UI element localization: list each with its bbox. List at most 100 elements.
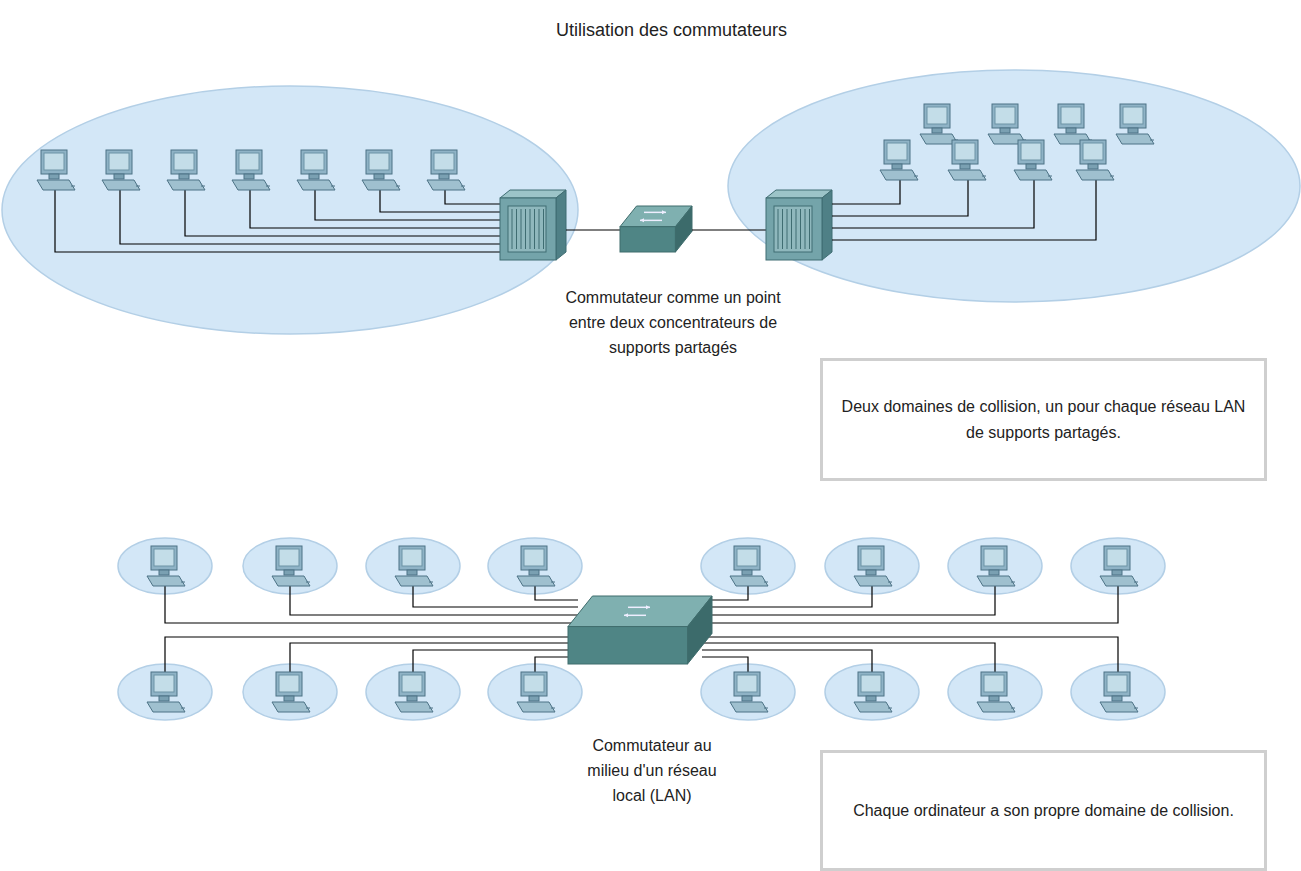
collision-domain-zone [825, 538, 919, 594]
computer-icon [1014, 140, 1052, 180]
monitor [276, 546, 302, 570]
keyboard [147, 576, 185, 586]
cable [832, 180, 900, 204]
monitor-stand [989, 570, 999, 575]
keyboard [730, 702, 768, 712]
cable [702, 586, 1118, 623]
cable [55, 190, 500, 252]
collision-domain-zone [1071, 538, 1165, 594]
screen [995, 107, 1015, 124]
hub-grille [778, 209, 779, 249]
monitor-stand [407, 570, 417, 575]
computer-icon [232, 150, 270, 190]
hub-panel [774, 206, 812, 252]
monitor [952, 140, 978, 164]
screen [304, 153, 324, 170]
screen [174, 153, 194, 170]
screen [154, 549, 174, 566]
computer-icon [1054, 104, 1092, 144]
keyboard [272, 702, 310, 712]
screen [737, 675, 757, 692]
monitor-stand [407, 696, 417, 701]
monitor [431, 150, 457, 174]
monitor [236, 150, 262, 174]
switch-front [568, 627, 688, 664]
monitor [151, 546, 177, 570]
cable [702, 657, 748, 672]
screen [1021, 143, 1041, 160]
collision-domain-zone [1071, 664, 1165, 720]
hub-grille [534, 209, 535, 249]
switch-side [675, 206, 692, 252]
computer-icon [1100, 672, 1138, 712]
keyboard [1014, 170, 1052, 180]
note-box: Chaque ordinateur a son propre domaine d… [820, 750, 1267, 871]
mouse [888, 582, 892, 583]
computer-icon [920, 104, 958, 144]
keyboard [1076, 170, 1114, 180]
cable [250, 190, 500, 228]
diagram-title: Utilisation des commutateurs [556, 20, 787, 41]
keyboard [977, 576, 1015, 586]
monitor-stand [529, 696, 539, 701]
hub-front [766, 198, 822, 260]
hub-grille [521, 209, 522, 249]
monitor [981, 672, 1007, 696]
cable [832, 180, 1034, 228]
monitor-stand [284, 696, 294, 701]
collision-domain-zone [701, 538, 795, 594]
computer-icon [854, 546, 892, 586]
collision-domain-zone [488, 664, 582, 720]
monitor [1104, 546, 1130, 570]
cable [120, 190, 500, 244]
mouse [551, 708, 555, 709]
collision-domain-zone [243, 664, 337, 720]
collision-domain-zone [366, 538, 460, 594]
screen [737, 549, 757, 566]
hub-front [500, 198, 556, 260]
cable [445, 190, 500, 204]
monitor-stand [529, 570, 539, 575]
computer-icon [272, 672, 310, 712]
keyboard [1100, 576, 1138, 586]
cable [315, 190, 500, 220]
switch-arrowhead [640, 218, 644, 222]
hub-grille [525, 209, 526, 249]
hub-grille [512, 209, 513, 249]
mouse [461, 186, 465, 187]
computer-icon [395, 672, 433, 712]
computer-icon [948, 140, 986, 180]
screen [955, 143, 975, 160]
switch-arrowhead [662, 210, 666, 214]
screen [109, 153, 129, 170]
cable [185, 190, 500, 236]
monitor-stand [960, 164, 970, 169]
screen [154, 675, 174, 692]
keyboard [854, 702, 892, 712]
cable [702, 643, 995, 672]
mouse [914, 176, 918, 177]
keyboard [167, 180, 205, 190]
cable [535, 586, 578, 600]
keyboard [395, 702, 433, 712]
switch-top [568, 596, 712, 627]
computer-icon [147, 672, 185, 712]
hub-side [556, 190, 566, 260]
monitor [884, 140, 910, 164]
monitor-stand [179, 174, 189, 179]
screen [1123, 107, 1143, 124]
collision-domain-zone [488, 538, 582, 594]
mouse [429, 582, 433, 583]
computer-icon [517, 546, 555, 586]
keyboard [102, 180, 140, 190]
collision-domain-zone [118, 538, 212, 594]
monitor-stand [284, 570, 294, 575]
computer-icon [147, 546, 185, 586]
keyboard [730, 576, 768, 586]
monitor [151, 672, 177, 696]
mouse [331, 186, 335, 187]
cable [165, 586, 578, 623]
caption-label: Commutateur comme un point entre deux co… [555, 285, 791, 360]
hub-top [766, 190, 832, 198]
collision-domain-zone [701, 664, 795, 720]
